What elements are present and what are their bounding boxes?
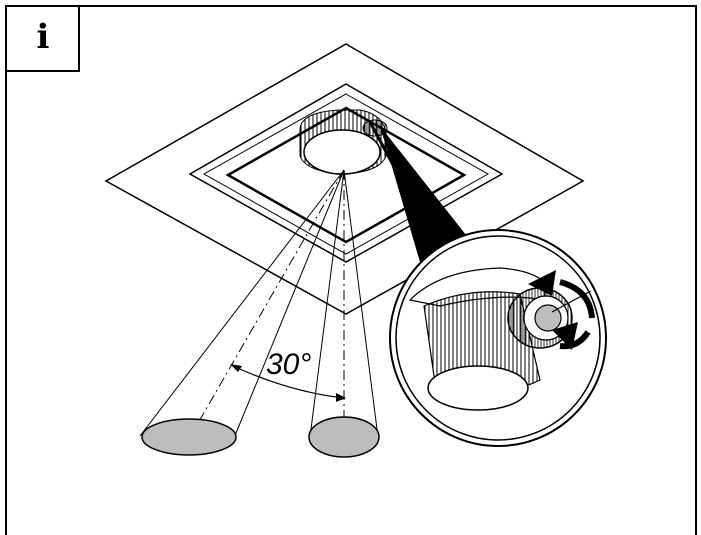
outer-frame — [5, 5, 697, 535]
rotation-arrow-icon — [528, 270, 595, 350]
detail-pointer — [380, 126, 470, 262]
adjustment-knob-small — [362, 119, 388, 137]
angle-arrow-right — [336, 393, 346, 402]
knob-center — [534, 304, 562, 332]
angle-arc — [232, 365, 345, 399]
detail-content — [408, 267, 601, 411]
light-beam-angled — [139, 169, 345, 456]
info-box: i — [6, 6, 80, 72]
angle-arrow-left — [230, 364, 242, 372]
beam-angle-label: 30° — [266, 348, 312, 381]
info-icon: i — [36, 17, 50, 57]
luminaire-aperture — [303, 129, 381, 175]
